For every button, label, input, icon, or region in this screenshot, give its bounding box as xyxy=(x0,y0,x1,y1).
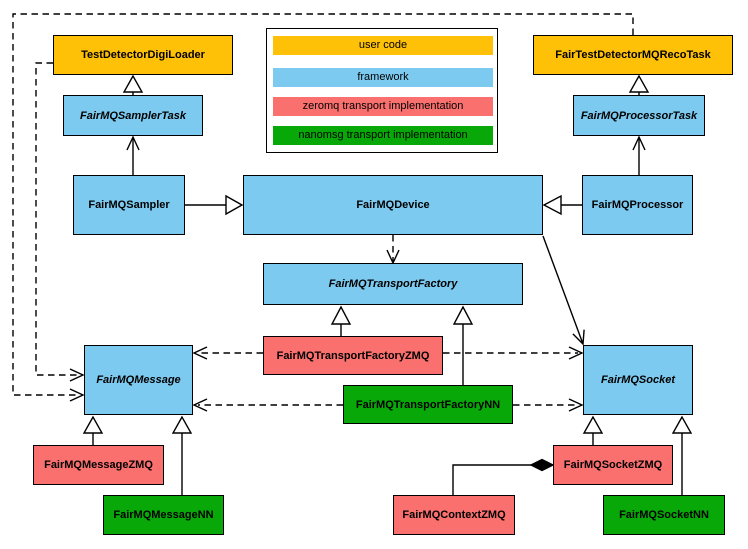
edge-contextzmq-to-socketzmq xyxy=(452,458,555,495)
edge-device-to-socket xyxy=(542,235,585,346)
node-fairmq-transport-factory: FairMQTransportFactory xyxy=(263,263,523,305)
node-label: FairMQProcessorTask xyxy=(580,109,698,122)
edge-factoryzmq-to-message xyxy=(192,346,263,360)
legend: user code framework zeromq transport imp… xyxy=(266,28,498,153)
node-label: FairMQSocketNN xyxy=(619,509,709,521)
edge-samplertask-to-digiloader xyxy=(122,74,144,95)
node-fairmq-message: FairMQMessage xyxy=(84,345,193,415)
edge-processor-to-device xyxy=(542,194,582,216)
node-label: FairMQMessageZMQ xyxy=(44,459,153,471)
edge-recotask-to-message xyxy=(12,13,634,402)
edge-factorynn-to-factory xyxy=(452,305,474,385)
node-fair-test-detector-mq-reco-task: FairTestDetectorMQRecoTask xyxy=(533,35,733,75)
edge-sampler-to-device xyxy=(185,194,244,216)
legend-label: framework xyxy=(357,71,409,83)
node-label: FairMQSampler xyxy=(88,199,170,211)
legend-item-zeromq: zeromq transport implementation xyxy=(273,97,493,116)
node-fairmq-transport-factory-nn: FairMQTransportFactoryNN xyxy=(343,385,513,424)
legend-item-framework: framework xyxy=(273,68,493,87)
node-fairmq-processor-task: FairMQProcessorTask xyxy=(573,95,705,136)
node-fairmq-socket: FairMQSocket xyxy=(583,345,693,415)
legend-item-nanomsg: nanomsg transport implementation xyxy=(273,126,493,145)
node-fairmq-message-nn: FairMQMessageNN xyxy=(103,495,224,535)
edge-factorynn-to-socket xyxy=(513,398,584,412)
node-label: FairMQTransportFactory xyxy=(328,278,458,290)
node-fairmq-device: FairMQDevice xyxy=(243,175,543,235)
node-label: FairMQDevice xyxy=(356,199,430,211)
node-label: FairMQMessage xyxy=(96,374,181,386)
edge-digiloader-to-message xyxy=(35,62,85,382)
edge-socketzmq-to-socket xyxy=(582,415,604,445)
legend-label: user code xyxy=(358,39,408,51)
node-label: FairMQSocket xyxy=(601,374,675,386)
node-label: FairMQTransportFactoryZMQ xyxy=(276,349,430,362)
node-fairmq-context-zmq: FairMQContextZMQ xyxy=(393,495,515,535)
node-label: FairTestDetectorMQRecoTask xyxy=(555,49,711,61)
node-label: FairMQSamplerTask xyxy=(80,109,186,122)
node-label: FairMQSocketZMQ xyxy=(563,459,663,471)
edge-factoryzmq-to-factory xyxy=(330,305,352,336)
node-label: FairMQTransportFactoryNN xyxy=(355,398,501,411)
node-fairmq-socket-nn: FairMQSocketNN xyxy=(603,495,725,535)
edge-factoryzmq-to-socket xyxy=(443,346,584,360)
node-fairmq-transport-factory-zmq: FairMQTransportFactoryZMQ xyxy=(263,336,443,375)
edge-factorynn-to-message xyxy=(192,398,343,412)
node-label: FairMQProcessor xyxy=(591,199,684,211)
legend-label: nanomsg transport implementation xyxy=(298,129,468,141)
node-label: TestDetectorDigiLoader xyxy=(81,49,205,61)
node-fairmq-message-zmq: FairMQMessageZMQ xyxy=(33,445,164,485)
node-fairmq-sampler-task: FairMQSamplerTask xyxy=(63,95,203,136)
node-fairmq-socket-zmq: FairMQSocketZMQ xyxy=(553,445,673,485)
node-fairmq-sampler: FairMQSampler xyxy=(73,175,185,235)
edge-socketnn-to-socket xyxy=(671,415,693,495)
node-fairmq-processor: FairMQProcessor xyxy=(582,175,693,235)
node-test-detector-digi-loader: TestDetectorDigiLoader xyxy=(53,35,233,75)
edge-messagenn-to-message xyxy=(171,415,193,495)
edge-processortask-to-recotask xyxy=(628,74,650,95)
edge-processor-to-processortask xyxy=(632,135,646,175)
edge-sampler-to-samplertask xyxy=(126,135,140,175)
edge-messagezmq-to-message xyxy=(82,415,104,445)
node-label: FairMQContextZMQ xyxy=(402,509,506,521)
legend-item-user-code: user code xyxy=(273,36,493,55)
edge-device-to-factory xyxy=(386,235,400,265)
node-label: FairMQMessageNN xyxy=(113,509,214,521)
legend-label: zeromq transport implementation xyxy=(302,100,464,112)
